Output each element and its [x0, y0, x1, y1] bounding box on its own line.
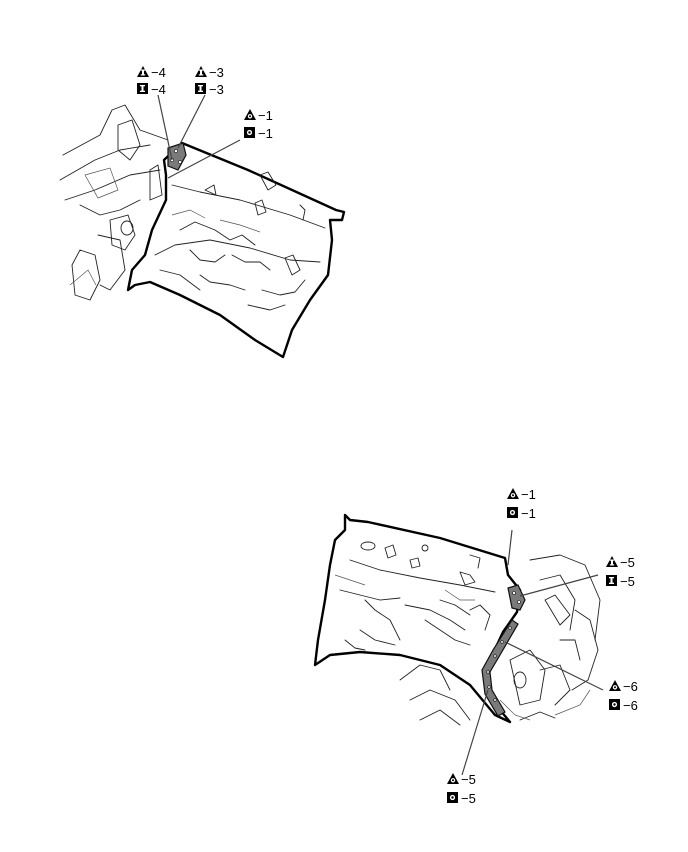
callout-bottom-1: −1 −1 [507, 487, 536, 521]
callout-label: −5 [620, 574, 635, 589]
callout-label: −1 [258, 108, 273, 123]
bottom-bracket-part [507, 584, 526, 611]
callout-label: −6 [623, 679, 638, 694]
callout-label: −5 [620, 555, 635, 570]
square-o-icon [244, 127, 255, 138]
callout-top-4: −4 −4 [137, 65, 166, 97]
triangle-o-icon [609, 680, 621, 691]
triangle-o-icon [507, 488, 519, 499]
top-assembly-view [59, 94, 346, 359]
bottom-leader-lines [461, 529, 604, 776]
top-wheelhouse-panel [126, 141, 346, 359]
triangle-o-icon [244, 109, 256, 120]
top-panel-details [154, 171, 326, 311]
bottom-body-structure [399, 554, 601, 726]
triangle-i-icon [195, 66, 207, 77]
triangle-o-icon [447, 773, 459, 784]
callout-top-3: −3 −3 [195, 65, 224, 97]
callout-label: −3 [209, 65, 224, 80]
bottom-wheelhouse-panel [313, 513, 522, 724]
square-i-icon [137, 83, 148, 94]
callout-label: −3 [209, 82, 224, 97]
callout-bottom-6: −6 −6 [609, 679, 638, 713]
square-o-icon [447, 792, 458, 803]
triangle-i-icon [606, 556, 618, 567]
callout-label: −5 [461, 791, 476, 806]
callout-label: −5 [461, 772, 476, 787]
callout-label: −4 [151, 65, 166, 80]
top-leader-lines [157, 94, 241, 179]
bottom-panel-details [334, 541, 496, 651]
square-i-icon [195, 83, 206, 94]
square-o-icon [609, 699, 620, 710]
callout-bottom-5-outer: −5 −5 [447, 772, 476, 806]
square-o-icon [507, 507, 518, 518]
callout-label: −6 [623, 698, 638, 713]
bottom-assembly-view [313, 513, 604, 776]
callout-label: −1 [521, 506, 536, 521]
triangle-i-icon [137, 66, 149, 77]
square-i-icon [606, 575, 617, 586]
callout-top-1: −1 −1 [244, 108, 273, 141]
top-body-structure [59, 104, 169, 301]
callout-bottom-5-inner: −5 −5 [606, 555, 635, 589]
bottom-reinforcement-strip [481, 619, 519, 717]
callout-label: −4 [151, 82, 166, 97]
callout-label: −1 [521, 487, 536, 502]
callout-label: −1 [258, 126, 273, 141]
